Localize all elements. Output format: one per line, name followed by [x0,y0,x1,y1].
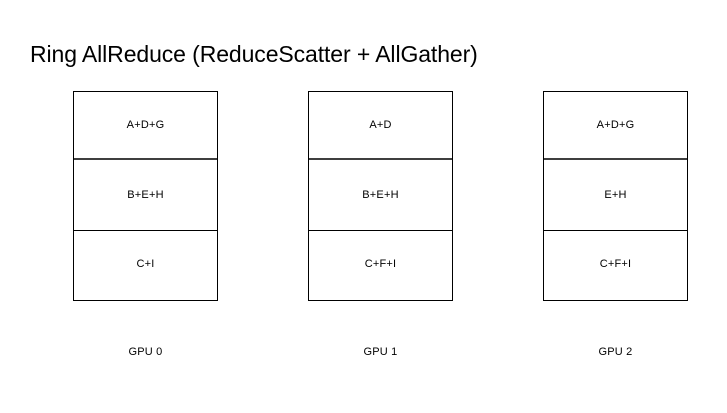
gpu-box-1: A+D B+E+H C+F+I [308,91,453,301]
gpu-caption-0: GPU 0 [128,346,163,358]
chunk-label: B+E+H [127,188,164,201]
chunk-label: C+F+I [364,258,397,270]
chunk-cell: C+F+I [544,231,687,298]
chunk-cell: A+D+G [544,92,687,160]
chunk-label: B+E+H [362,188,399,201]
chunk-cell: C+I [74,231,217,298]
chunk-label: E+H [604,188,627,201]
chunk-label: C+I [136,258,155,270]
gpu-column-1: A+D B+E+H C+F+I GPU 1 [308,91,453,358]
chunk-cell: A+D [309,92,452,160]
chunk-cell: B+E+H [309,160,452,231]
gpu-box-2: A+D+G E+H C+F+I [543,91,688,301]
chunk-cell: E+H [544,160,687,231]
gpu-column-0: A+D+G B+E+H C+I GPU 0 [73,91,218,358]
gpu-caption-2: GPU 2 [598,346,633,358]
chunk-label: A+D+G [126,118,165,131]
chunk-cell: C+F+I [309,231,452,298]
gpu-box-0: A+D+G B+E+H C+I [73,91,218,301]
chunk-label: C+F+I [599,258,632,270]
chunk-cell: A+D+G [74,92,217,160]
chunk-cell: B+E+H [74,160,217,231]
page-title: Ring AllReduce (ReduceScatter + AllGathe… [30,41,478,67]
gpu-column-2: A+D+G E+H C+F+I GPU 2 [543,91,688,358]
chunk-label: A+D [369,118,392,131]
gpu-caption-1: GPU 1 [363,346,398,358]
chunk-label: A+D+G [596,118,635,131]
